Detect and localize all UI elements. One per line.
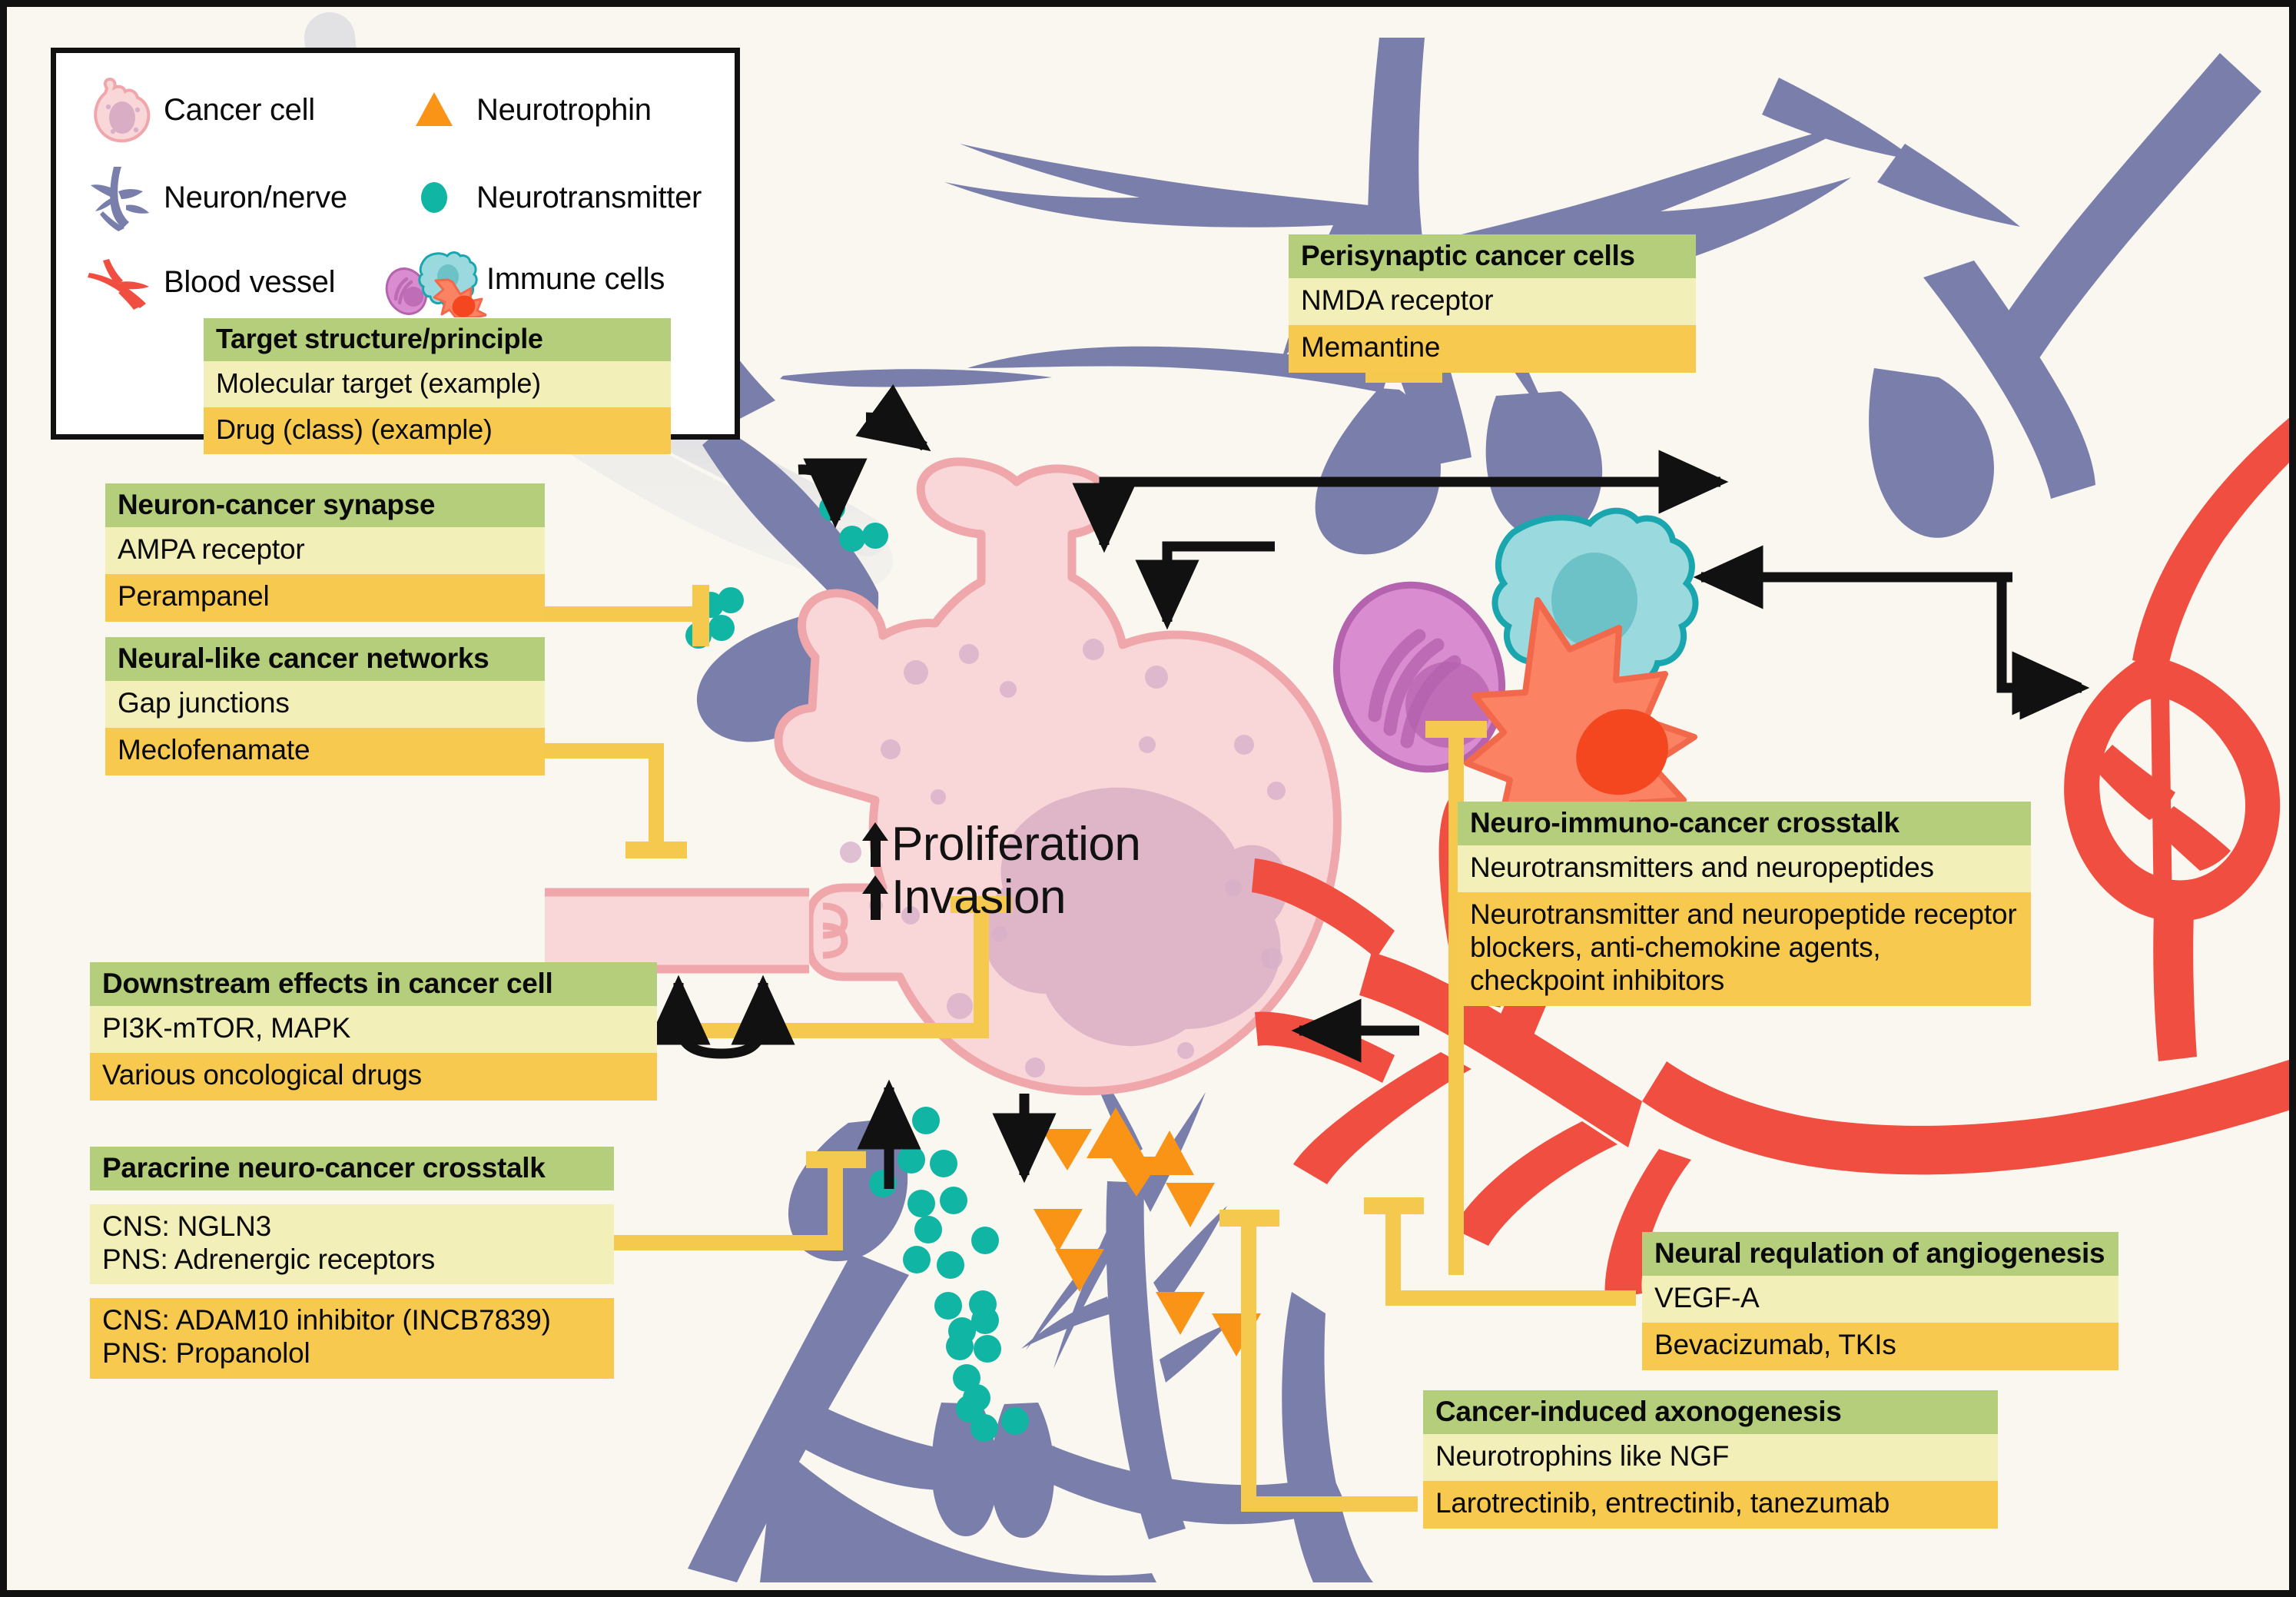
long-signal-arrows — [1104, 450, 2090, 1063]
box-header: Neural requlation of angiogenesis — [1642, 1232, 2118, 1276]
legend-item-cancer-cell: Cancer cell — [79, 73, 315, 147]
proliferation-invasion-label: Proliferation Invasion — [862, 818, 1141, 925]
box-target: Gap junctions — [105, 681, 545, 728]
box-drug: Bevacizumab, TKIs — [1642, 1322, 2118, 1370]
legend-label: Neurotransmitter — [476, 180, 702, 214]
box-neural-like-cancer-networks: Neural-like cancer networks Gap junction… — [105, 637, 545, 775]
legend-label: Neurotrophin — [476, 92, 652, 127]
box-neuron-cancer-synapse: Neuron-cancer synapse AMPA receptor Pera… — [105, 483, 545, 622]
cancer-cell-icon — [79, 73, 164, 147]
box-cancer-induced-axonogenesis: Cancer-induced axonogenesis Neurotrophin… — [1423, 1390, 1998, 1529]
box-downstream-effects-in-cancer-cell: Downstream effects in cancer cell PI3K-m… — [90, 962, 657, 1101]
diagram-artwork — [304, 12, 2289, 1582]
box-neural-regulation-of-angiogenesis: Neural requlation of angiogenesis VEGF-A… — [1642, 1232, 2118, 1370]
legend-item-neurotrophin: Neurotrophin — [392, 73, 652, 147]
up-arrow-icon — [862, 822, 888, 867]
neuron-nerve-icon — [79, 161, 164, 234]
box-header: Paracrine neuro-cancer crosstalk — [90, 1147, 614, 1190]
legend-key-box: Target structure/principle Molecular tar… — [204, 318, 671, 454]
box-drug: Perampanel — [105, 573, 545, 622]
box-target: CNS: NGLN3 PNS: Adrenergic receptors — [90, 1204, 614, 1284]
box-paracrine-neuro-cancer-crosstalk: Paracrine neuro-cancer crosstalk CNS: NG… — [90, 1133, 614, 1393]
box-target: Neurotrophins like NGF — [1423, 1434, 1998, 1481]
immune-cells-icon — [379, 242, 486, 317]
immune-cells-cluster — [1332, 507, 1699, 863]
legend-key-target: Molecular target (example) — [204, 361, 671, 407]
box-drug: Memantine — [1289, 324, 1696, 373]
box-header: Perisynaptic cancer cells — [1289, 234, 1696, 278]
legend-label: Immune cells — [486, 261, 665, 296]
legend-key-header: Target structure/principle — [204, 318, 671, 361]
legend-item-blood-vessel: Blood vessel — [79, 245, 336, 319]
legend-item-neuron-nerve: Neuron/nerve — [79, 161, 347, 234]
up-arrow-icon — [862, 875, 888, 921]
cancer-cell-main — [545, 457, 1342, 1096]
box-header: Neuron-cancer synapse — [105, 483, 545, 527]
blood-vessel-icon — [79, 245, 164, 319]
box-neuro-immuno-cancer-crosstalk: Neuro-immuno-cancer crosstalk Neurotrans… — [1458, 802, 2031, 1006]
box-drug: Larotrectinib, entrectinib, tanezumab — [1423, 1480, 1998, 1529]
box-target: PI3K-mTOR, MAPK — [90, 1006, 657, 1053]
box-drug: Meclofenamate — [105, 727, 545, 775]
proliferation-line: Proliferation — [862, 818, 1141, 871]
box-target: NMDA receptor — [1289, 278, 1696, 325]
box-drug: Various oncological drugs — [90, 1052, 657, 1101]
box-target: VEGF-A — [1642, 1276, 2118, 1323]
proliferation-text: Proliferation — [891, 818, 1141, 871]
box-target: Neurotransmitters and neuropeptides — [1458, 845, 2031, 892]
box-drug: CNS: ADAM10 inhibitor (INCB7839) PNS: Pr… — [90, 1297, 614, 1379]
box-drug: Neurotransmitter and neuropeptide recept… — [1458, 891, 2031, 1006]
invasion-line: Invasion — [862, 871, 1140, 924]
neurotrophin-triangle-icon — [392, 73, 476, 147]
legend-item-neurotransmitter: Neurotransmitter — [392, 161, 702, 234]
box-header: Neural-like cancer networks — [105, 637, 545, 681]
invasion-text: Invasion — [891, 871, 1066, 925]
legend-panel: Cancer cell Neurotrophin — [51, 48, 740, 454]
legend-label: Cancer cell — [164, 92, 315, 127]
box-header: Cancer-induced axonogenesis — [1423, 1390, 1998, 1434]
legend-label: Neuron/nerve — [164, 180, 347, 214]
box-header: Neuro-immuno-cancer crosstalk — [1458, 802, 2031, 845]
legend-key-drug: Drug (class) (example) — [204, 407, 671, 454]
legend-label: Blood vessel — [164, 264, 336, 299]
box-header: Downstream effects in cancer cell — [90, 962, 657, 1006]
box-target: AMPA receptor — [105, 527, 545, 574]
neuron-bottom-network — [688, 1120, 1373, 1582]
gap-junction-arrow-base — [673, 1019, 768, 1059]
neurotransmitter-dot-icon — [392, 161, 476, 234]
box-perisynaptic-cancer-cells: Perisynaptic cancer cells NMDA receptor … — [1289, 234, 1696, 373]
signal-arrows — [646, 383, 1057, 1189]
legend-item-immune-cells: Immune cells — [379, 242, 665, 317]
